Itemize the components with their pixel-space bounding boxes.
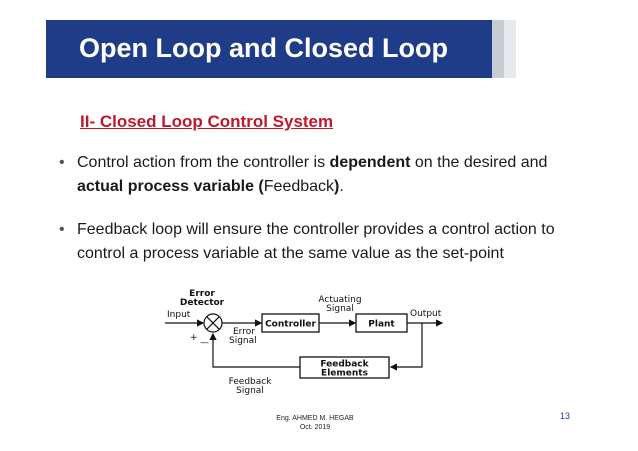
bullet-text-2: Feedback loop will ensure the controller…	[77, 221, 555, 262]
input-label: Input	[167, 310, 191, 320]
bullet-1-bold2: actual process variable (	[77, 178, 264, 195]
footer: Eng. AHMED M. HEGAB Oct. 2019	[260, 414, 370, 432]
bullet-icon: •	[59, 221, 65, 238]
section-subtitle: II- Closed Loop Control System	[80, 112, 334, 131]
bullet-1-bold1: dependent	[329, 154, 411, 171]
closed-loop-block-diagram: Error Detector Actuating Signal Input + …	[165, 289, 444, 396]
bullet-1-part3: Feedback	[263, 178, 335, 195]
output-label: Output	[410, 309, 442, 319]
feedback-path-right	[389, 323, 423, 371]
actuating-signal-label-1: Actuating	[318, 295, 361, 305]
bullet-icon: •	[59, 154, 65, 171]
actuating-signal-label-2: Signal	[326, 304, 354, 314]
bullet-text-1: Control action from the controller is de…	[77, 151, 597, 199]
title-bar: Open Loop and Closed Loop	[46, 20, 516, 78]
feedback-elements-label-2: Elements	[321, 369, 368, 379]
bullet-1-part1: Control action from the controller is	[77, 154, 330, 171]
error-detector-label-2: Detector	[180, 298, 225, 308]
minus-sign: —	[200, 338, 209, 348]
feedback-signal-label-2: Signal	[236, 386, 264, 396]
plant-label: Plant	[368, 320, 395, 330]
error-signal-label-2: Signal	[229, 336, 257, 346]
error-detector-label-1: Error	[189, 289, 215, 299]
footer-author: Eng. AHMED M. HEGAB	[276, 415, 354, 422]
footer-date: Oct. 2019	[299, 424, 331, 431]
feedback-path-left	[209, 332, 300, 368]
summing-junction-icon	[203, 313, 223, 333]
feedback-elements-label-1: Feedback	[320, 360, 369, 370]
bullet-1-part2: on the desired and	[410, 154, 548, 171]
slide-title: Open Loop and Closed Loop	[79, 33, 448, 63]
controller-label: Controller	[265, 320, 316, 330]
plus-sign: +	[190, 333, 198, 343]
page-number: 13	[560, 411, 571, 421]
error-signal-label-1: Error	[233, 327, 255, 337]
bullet-1-bold3: )	[334, 178, 340, 195]
bullet-1-part4: .	[339, 178, 344, 195]
feedback-signal-label-1: Feedback	[229, 377, 273, 387]
